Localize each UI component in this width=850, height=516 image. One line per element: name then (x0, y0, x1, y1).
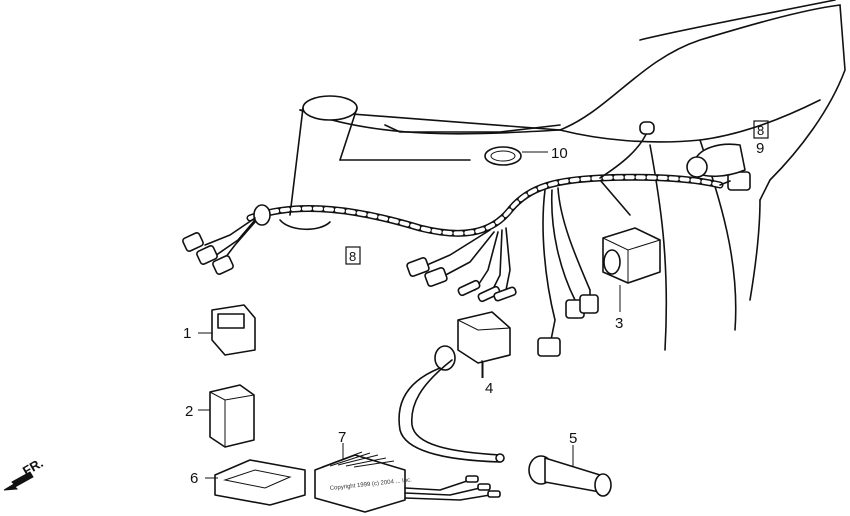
callout-3: 3 (615, 315, 623, 332)
leader-lines (482, 362, 484, 378)
part-3-relay (602, 227, 661, 312)
connector-right-3 (579, 294, 599, 314)
part-9-cover (686, 143, 746, 178)
harness-grommet (253, 204, 271, 226)
callout-6: 6 (190, 470, 198, 487)
part-7-regulator (314, 443, 501, 513)
callout-7: 7 (338, 429, 346, 446)
part-4-sensor (398, 311, 511, 463)
callout-2: 2 (185, 403, 193, 420)
ground-terminal (639, 121, 655, 135)
front-direction-arrow-icon (3, 471, 34, 491)
connector-left-3 (212, 255, 234, 275)
connector-mid-2 (424, 267, 448, 287)
callout-8a-box (345, 246, 361, 265)
callout-8b-box (753, 120, 769, 139)
callout-9: 9 (756, 140, 764, 157)
connector-right-1 (537, 337, 561, 357)
connector-left-1 (182, 232, 204, 252)
connector-left-2 (196, 245, 218, 265)
callout-10: 10 (551, 145, 568, 162)
callout-4: 4 (485, 380, 493, 397)
part-5-grip (528, 445, 612, 497)
callout-5: 5 (569, 430, 577, 447)
part-2-unit (198, 384, 255, 448)
part-1-connector (198, 304, 256, 356)
callout-1: 1 (183, 325, 191, 342)
part-10-band (484, 146, 548, 166)
callout-8a: 8 (349, 249, 356, 264)
steering-head-pipe (279, 95, 471, 231)
part-6-bracket (205, 459, 306, 506)
connector-mid-1 (406, 257, 430, 277)
frame-outline (299, 0, 846, 351)
callout-8b: 8 (757, 123, 764, 138)
